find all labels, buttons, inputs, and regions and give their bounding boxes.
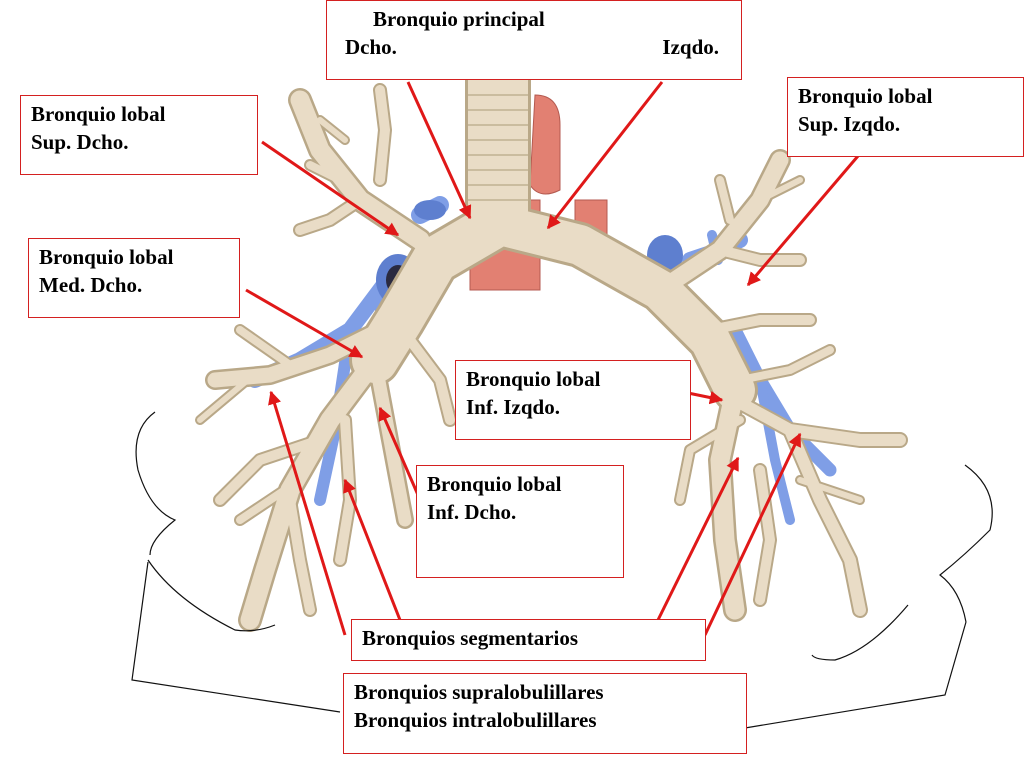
- label-bronquios-supra-intra: Bronquios supralobulillares Bronquios in…: [343, 673, 747, 754]
- inf-izqdo-line2: Inf. Izqdo.: [466, 395, 560, 419]
- sup-dcho-line1: Bronquio lobal: [31, 102, 166, 126]
- inf-dcho-line1: Bronquio lobal: [427, 472, 562, 496]
- sup-izqdo-line2: Sup. Izqdo.: [798, 112, 901, 136]
- principal-sides: Dcho. Izqdo.: [345, 33, 719, 61]
- segmentarios-text: Bronquios segmentarios: [362, 626, 579, 650]
- bracket-lines: [131, 411, 993, 729]
- principal-title: Bronquio principal: [373, 7, 545, 31]
- label-bronquio-principal: Bronquio principal Dcho. Izqdo.: [326, 0, 742, 80]
- label-bronquio-lobal-sup-dcho: Bronquio lobal Sup. Dcho.: [20, 95, 258, 175]
- principal-right-side: Dcho.: [345, 35, 397, 59]
- label-bronquio-lobal-inf-izqdo: Bronquio lobal Inf. Izqdo.: [455, 360, 691, 440]
- label-bronquio-lobal-sup-izqdo: Bronquio lobal Sup. Izqdo.: [787, 77, 1024, 157]
- inf-izqdo-line1: Bronquio lobal: [466, 367, 601, 391]
- trachea-rings: [468, 94, 528, 201]
- med-dcho-line2: Med. Dcho.: [39, 273, 143, 297]
- principal-left-side: Izqdo.: [662, 35, 719, 59]
- label-bronquios-segmentarios: Bronquios segmentarios: [351, 619, 706, 661]
- label-bronquio-lobal-inf-dcho: Bronquio lobal Inf. Dcho.: [416, 465, 624, 578]
- sup-izqdo-line1: Bronquio lobal: [798, 84, 933, 108]
- airway-tree-fill: [197, 50, 906, 630]
- intra-line: Bronquios intralobulillares: [354, 708, 597, 732]
- sup-dcho-line2: Sup. Dcho.: [31, 130, 129, 154]
- label-bronquio-lobal-med-dcho: Bronquio lobal Med. Dcho.: [28, 238, 240, 318]
- label-arrows: [245, 81, 860, 636]
- inf-dcho-line2: Inf. Dcho.: [427, 500, 517, 524]
- med-dcho-line1: Bronquio lobal: [39, 245, 174, 269]
- supra-line: Bronquios supralobulillares: [354, 680, 604, 704]
